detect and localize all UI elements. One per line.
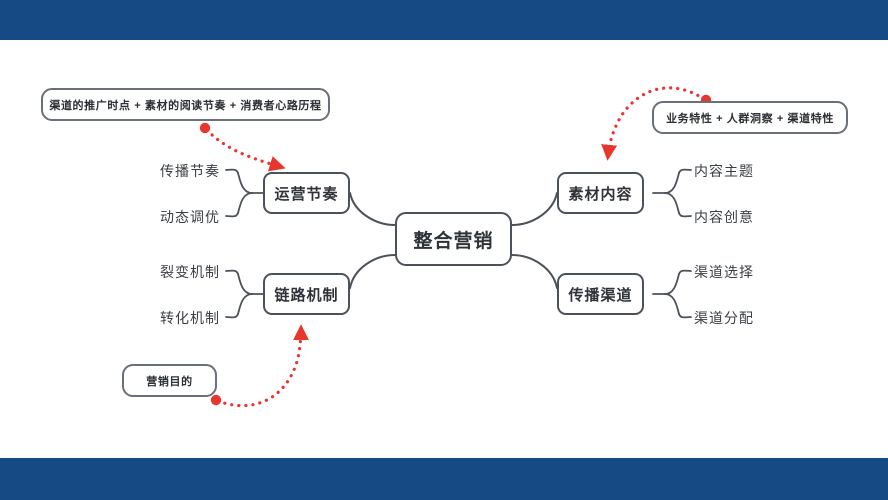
branch-label-operation-rhythm: 运营节奏 <box>274 185 339 203</box>
annotation-note-bottom-left[interactable]: 营销目的 <box>122 364 217 397</box>
leaf-connector-conversion-tail <box>225 313 239 319</box>
annotation-note-top-right[interactable]: 业务特性 + 人群洞察 + 渠道特性 <box>652 101 848 134</box>
branch-label-spread-channel: 传播渠道 <box>568 286 633 304</box>
leaf-connector-channel-alloc <box>664 293 680 315</box>
leaf-connector-conversion <box>237 293 253 315</box>
leaf-connector-dynamic-tuning-tail <box>225 212 239 218</box>
bottom-accent-band <box>0 458 888 500</box>
annotation-note-top-left[interactable]: 渠道的推广时点 + 素材的阅读节奏 + 消费者心路历程 <box>41 88 330 121</box>
arrow-origin-dot-bottom-left <box>210 394 222 406</box>
leaf-connector-channel-alloc-tail <box>678 313 692 319</box>
trunk-to-material-content <box>511 192 558 226</box>
center-node-integrated-marketing[interactable]: 整合营销 <box>395 212 512 266</box>
trunk-to-spread-channel <box>511 254 558 289</box>
trunk-connector-group <box>349 192 558 289</box>
leaf-label-dynamic-tuning[interactable]: 动态调优 <box>160 209 220 225</box>
arrow-origin-dot-top-left <box>199 122 211 134</box>
branch-node-link-mechanism[interactable]: 链路机制 <box>263 273 350 315</box>
leaf-label-content-theme[interactable]: 内容主题 <box>694 163 754 179</box>
leaf-connector-content-theme <box>664 172 680 194</box>
leaf-connector-dynamic-tuning <box>237 192 253 214</box>
branch-node-material-content[interactable]: 素材内容 <box>557 172 644 214</box>
annotation-arrow-to-link-mechanism <box>216 324 309 408</box>
top-accent-band <box>0 0 888 40</box>
center-node-label: 整合营销 <box>413 230 494 252</box>
leaf-connector-content-idea-tail <box>678 212 692 218</box>
trunk-to-operation-rhythm <box>349 192 396 226</box>
leaf-connector-fission <box>237 273 253 295</box>
leaf-label-channel-selection[interactable]: 渠道选择 <box>694 264 754 280</box>
leaf-label-spread-rhythm[interactable]: 传播节奏 <box>160 163 220 179</box>
leaf-connector-channel-select-tail <box>678 269 692 275</box>
leaf-connector-fission-tail <box>225 269 239 275</box>
annotation-note-top-right-label: 业务特性 + 人群洞察 + 渠道特性 <box>666 112 834 125</box>
leaf-connector-content-theme-tail <box>678 168 692 174</box>
branch-label-link-mechanism: 链路机制 <box>274 286 339 304</box>
branch-label-material-content: 素材内容 <box>568 185 633 203</box>
annotation-note-bottom-left-label: 营销目的 <box>146 375 193 388</box>
annotation-arrow-to-operation-rhythm <box>205 128 286 172</box>
leaf-label-channel-allocation[interactable]: 渠道分配 <box>694 310 754 326</box>
trunk-to-link-mechanism <box>349 254 396 289</box>
leaf-connector-spread-rhythm-tail <box>225 168 239 174</box>
annotation-arrow-group <box>205 86 706 408</box>
annotation-note-top-left-label: 渠道的推广时点 + 素材的阅读节奏 + 消费者心路历程 <box>49 99 322 112</box>
branch-node-spread-channel[interactable]: 传播渠道 <box>557 273 644 315</box>
leaf-label-conversion-mechanism[interactable]: 转化机制 <box>160 310 220 326</box>
leaf-label-fission-mechanism[interactable]: 裂变机制 <box>160 264 220 280</box>
leaf-connector-spread-rhythm <box>237 172 253 194</box>
leaf-connector-content-idea <box>664 192 680 214</box>
leaf-connector-channel-select <box>664 273 680 295</box>
leaf-connector-group <box>225 168 692 319</box>
annotation-arrow-to-material-content <box>601 86 706 161</box>
branch-node-operation-rhythm[interactable]: 运营节奏 <box>263 172 350 214</box>
leaf-label-content-idea[interactable]: 内容创意 <box>694 209 754 225</box>
